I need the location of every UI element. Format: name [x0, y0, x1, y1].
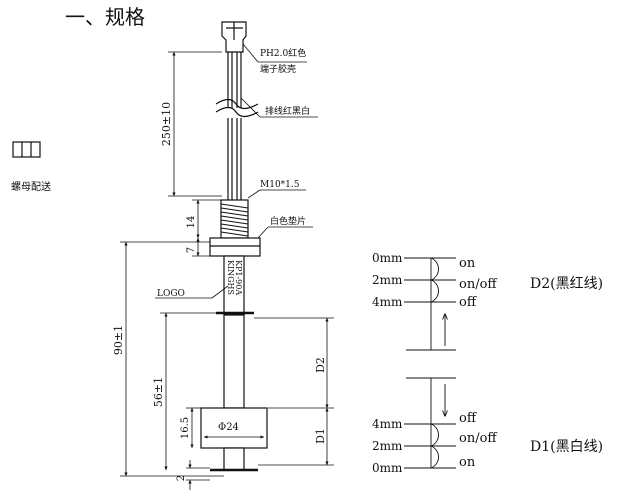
- upper-state-1: on/off: [459, 277, 498, 292]
- callout-leaders: [155, 43, 318, 299]
- upper-state-0: on: [459, 256, 476, 271]
- stem-brand-text: KINGHS: [226, 260, 235, 295]
- lower-state-1: on/off: [459, 431, 498, 446]
- upper-pos-2: 4mm: [372, 295, 403, 309]
- switch-state-diagram: [404, 257, 456, 469]
- upper-state-2: off: [459, 295, 478, 310]
- connector-callout-2: 端子胶壳: [260, 63, 296, 75]
- float-height-dimension: 16.5: [180, 417, 191, 439]
- lower-pos-0: 4mm: [372, 417, 403, 431]
- lower-state-0: off: [459, 411, 478, 426]
- d2-wire-label: D2(黑红线): [530, 276, 603, 292]
- upper-pos-1: 2mm: [372, 273, 403, 287]
- lower-state-2: on: [459, 455, 476, 470]
- d1-wire-label: D1(黑白线): [530, 439, 603, 455]
- travel-dimension: 56±1: [152, 377, 165, 407]
- stem-model-text: KP1-90A: [234, 260, 243, 295]
- lead-length-dimension: 250±10: [160, 102, 173, 146]
- upper-pos-0: 0mm: [372, 251, 403, 265]
- lower-pos-2: 0mm: [372, 461, 403, 475]
- d2-dimension-label: D2: [314, 357, 327, 373]
- connector-callout-1: PH2.0红色: [260, 47, 306, 59]
- thread-length-dimension: 14: [186, 216, 197, 229]
- page-heading: 一、规格: [65, 5, 145, 29]
- bottom-offset-dimension: 2: [176, 475, 187, 481]
- dimension-lines: [120, 51, 334, 490]
- logo-callout: LOGO: [157, 289, 185, 299]
- nut-icon: [12, 141, 41, 158]
- lower-pos-1: 2mm: [372, 439, 403, 453]
- overall-length-dimension: 90±1: [112, 325, 125, 355]
- nut-supplied-label: 螺母配送: [11, 180, 51, 193]
- d1-dimension-label: D1: [314, 428, 327, 444]
- float-diameter-label: Φ24: [218, 422, 239, 433]
- washer-callout: 白色垫片: [270, 215, 306, 227]
- float-switch-body: [200, 21, 268, 472]
- thread-callout: M10*1.5: [260, 180, 300, 190]
- wires-callout: 排线红黑白: [265, 105, 310, 117]
- washer-height-dimension: 7: [186, 247, 197, 253]
